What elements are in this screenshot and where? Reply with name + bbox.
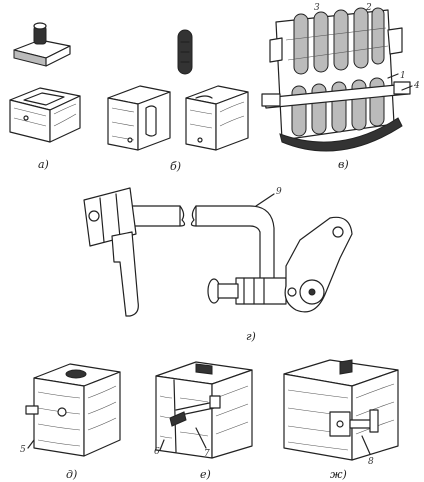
panel-a-form-block: а) xyxy=(9,22,81,171)
panel-label-zh: ж) xyxy=(330,468,347,481)
panel-e-latched-block: 6 7 е) xyxy=(154,361,253,481)
panel-label-g: г) xyxy=(246,330,256,343)
panel-d-block-with-hole: 5 д) xyxy=(20,363,121,481)
callout-8: 8 xyxy=(368,457,374,467)
callout-9: 9 xyxy=(276,187,282,197)
panel-zh-hinged-block: 8 ж) xyxy=(283,359,399,481)
panel-v-multi-cavity-mold: 3 2 1 4 в) xyxy=(261,3,420,171)
callout-4: 4 xyxy=(413,81,420,91)
callout-6: 6 xyxy=(154,447,160,457)
panel-label-a: а) xyxy=(38,158,49,171)
callout-7: 7 xyxy=(204,449,210,459)
callout-3: 3 xyxy=(314,3,320,13)
panel-label-v: в) xyxy=(338,158,349,171)
panel-label-d: д) xyxy=(66,468,77,481)
panel-label-b: б) xyxy=(170,160,181,173)
callout-1: 1 xyxy=(400,71,406,81)
panel-label-e: е) xyxy=(200,468,211,481)
panel-g-clamp: 9 г) xyxy=(83,187,353,343)
callout-5: 5 xyxy=(20,445,26,455)
panel-b-split-mold: б) xyxy=(107,29,249,173)
callout-2: 2 xyxy=(365,3,372,13)
